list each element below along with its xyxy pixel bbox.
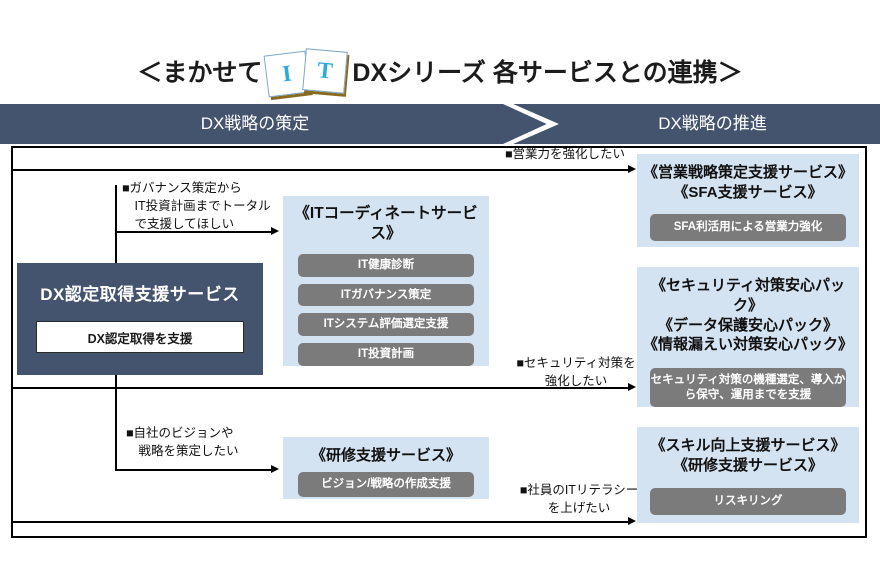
it-coordinate-item-2[interactable]: ITシステム評価選定支援 xyxy=(298,313,474,337)
it-coordinate-item-1[interactable]: ITガバナンス策定 xyxy=(298,283,474,307)
sales-support-heading: 《営業戦略策定支援サービス》 《SFA支援サービス》 xyxy=(642,164,853,201)
it-card-t: T xyxy=(302,48,349,94)
dx-certification-heading: DX認定取得支援サービス xyxy=(40,285,240,304)
skill-support-item-0[interactable]: リスキリング xyxy=(650,487,846,515)
connector-vision xyxy=(115,469,273,471)
arrow-head-literacy xyxy=(628,517,636,525)
phase-banner: DX戦略の策定 DX戦略の推進 xyxy=(0,104,880,144)
sales-support-item-0[interactable]: SFA利活用による営業力強化 xyxy=(650,213,846,241)
security-pack-heading: 《セキュリティ対策安心パック》 《データ保護安心パック》 《情報漏えい対策安心パ… xyxy=(642,277,853,354)
annotation-governance: ■ガバナンス策定から IT投資計画までトータル で支援してほしい xyxy=(122,181,271,231)
connector-security xyxy=(13,387,630,389)
security-pack-item-0[interactable]: セキュリティ対策の機種選定、導入か ら保守、運用までを支援 xyxy=(650,368,846,407)
security-pack-box[interactable]: 《セキュリティ対策安心パック》 《データ保護安心パック》 《情報漏えい対策安心パ… xyxy=(637,267,859,407)
sales-support-box[interactable]: 《営業戦略策定支援サービス》 《SFA支援サービス》 SFA利活用による営業力強… xyxy=(637,154,859,247)
banner-label-right: DX戦略の推進 xyxy=(658,114,767,133)
title-suffix: DXシリーズ 各サービスとの連携＞ xyxy=(352,58,743,87)
training-support-heading: 《研修支援サービス》 xyxy=(310,447,461,464)
it-coordinate-box[interactable]: 《ITコーディネートサービス》 IT健康診断 ITガバナンス策定 ITシステム評… xyxy=(283,196,489,366)
annotation-vision: ■自社のビジョンや 戦略を策定したい xyxy=(126,426,239,458)
arrow-head-vision xyxy=(271,465,279,473)
training-support-item-0[interactable]: ビジョン/戦略の作成支援 xyxy=(298,471,474,497)
skill-support-box[interactable]: 《スキル向上支援サービス》 《研修支援サービス》 リスキリング xyxy=(637,427,859,523)
annotation-literacy: ■社員のITリテラシー を上げたい xyxy=(519,483,639,515)
annotation-sales: ■営業力を強化したい xyxy=(505,147,626,161)
skill-support-heading: 《スキル向上支援サービス》 《研修支援サービス》 xyxy=(650,437,846,474)
it-coordinate-item-3[interactable]: IT投資計画 xyxy=(298,343,474,366)
connector-governance xyxy=(115,231,273,233)
diagram-frame xyxy=(11,146,867,538)
title-prefix: ＜まかせて xyxy=(137,58,263,87)
arrow-head-sales xyxy=(628,165,636,173)
it-coordinate-heading: 《ITコーディネートサービス》 xyxy=(294,205,478,243)
connector-sales xyxy=(13,169,630,171)
dx-certification-box[interactable]: DX認定取得支援サービス DX認定取得を支援 xyxy=(17,263,263,375)
it-coordinate-item-0[interactable]: IT健康診断 xyxy=(298,253,474,277)
connector-literacy xyxy=(13,521,630,523)
training-support-box[interactable]: 《研修支援サービス》 ビジョン/戦略の作成支援 xyxy=(283,437,489,499)
page-title: ＜まかせて I T DXシリーズ 各サービスとの連携＞ xyxy=(0,48,880,98)
arrow-head-security xyxy=(628,383,636,391)
dx-certification-pill[interactable]: DX認定取得を支援 xyxy=(36,321,244,353)
arrow-head-governance xyxy=(271,227,279,235)
it-logo-cards: I T xyxy=(264,48,350,98)
banner-label-left: DX戦略の策定 xyxy=(200,114,310,133)
annotation-security: ■セキュリティ対策を 強化したい xyxy=(516,356,636,388)
